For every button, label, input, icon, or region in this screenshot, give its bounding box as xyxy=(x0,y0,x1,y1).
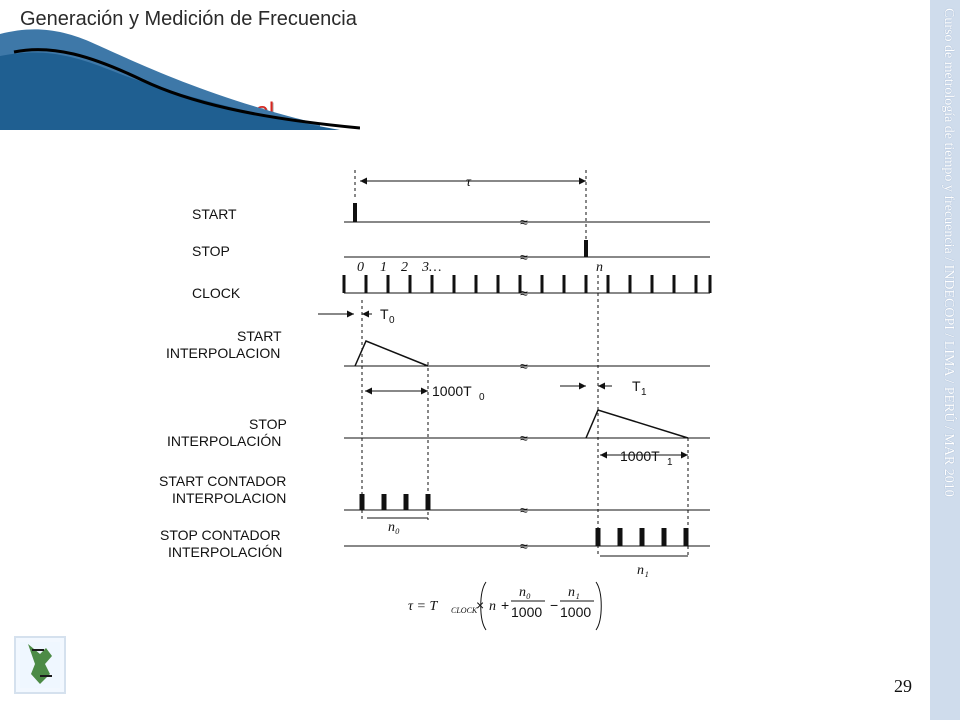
footer-band xyxy=(0,29,360,130)
footer-organization: Sistema Interamericano de Metrología, SI… xyxy=(18,699,230,713)
start-interpolation-label-1: START xyxy=(237,328,282,344)
formula-n1: n₁ xyxy=(568,585,580,600)
svg-text:≈: ≈ xyxy=(520,249,528,265)
stop-counter-label-2: INTERPOLACIÓN xyxy=(168,544,282,560)
svg-text:≈: ≈ xyxy=(520,358,528,374)
formula-minus: − xyxy=(550,597,558,613)
formula-times: × xyxy=(476,597,484,613)
1000t0-subscript: 0 xyxy=(479,392,485,403)
t0-label: T xyxy=(380,306,389,322)
pulse-shapes: ≈ ≈ ≈ ≈ ≈ ≈ ≈ xyxy=(342,203,712,554)
tau-label: τ xyxy=(466,175,472,190)
stop-interpolation-label-1: STOP xyxy=(249,416,287,432)
formula-clock-subscript: CLOCK xyxy=(451,606,478,615)
clock-marker-3: 3… xyxy=(421,260,441,275)
formula-plus: + xyxy=(501,597,509,613)
1000t0-label: 1000T xyxy=(432,383,472,399)
stop-interpolation-label-2: INTERPOLACIÓN xyxy=(167,433,281,449)
right-decorative-band xyxy=(930,0,960,720)
t1-subscript: 1 xyxy=(641,387,647,398)
1000t1-label: 1000T xyxy=(620,448,660,464)
start-label: START xyxy=(192,206,237,222)
clock-marker-1: 1 xyxy=(380,260,387,275)
slide-title: Generación y Medición de Frecuencia xyxy=(20,8,357,30)
stop-counter-label-1: STOP CONTADOR xyxy=(160,527,281,543)
formula-denominator-2: 1000 xyxy=(560,604,591,620)
formula-lhs: τ = T xyxy=(408,599,438,614)
diagram-text: τ START STOP CLOCK START INTERPOLACION S… xyxy=(159,175,673,631)
stop-label: STOP xyxy=(192,243,230,259)
svg-text:≈: ≈ xyxy=(520,285,528,301)
sim-logo xyxy=(14,636,66,694)
start-counter-label-2: INTERPOLACION xyxy=(172,490,286,506)
svg-text:≈: ≈ xyxy=(520,214,528,230)
formula-denominator-1: 1000 xyxy=(511,604,542,620)
n0-label: n₀ xyxy=(388,520,400,535)
svg-text:≈: ≈ xyxy=(520,538,528,554)
t1-label: T xyxy=(632,378,641,394)
clock-marker-n: n xyxy=(596,260,603,275)
start-counter-label-1: START CONTADOR xyxy=(159,473,286,489)
timing-lines xyxy=(318,170,710,557)
page-number: 29 xyxy=(894,676,912,696)
svg-text:≈: ≈ xyxy=(520,502,528,518)
start-interpolation-label-2: INTERPOLACION xyxy=(166,345,280,361)
clock-marker-0: 0 xyxy=(357,260,364,275)
clock-label: CLOCK xyxy=(192,285,241,301)
formula-n0: n₀ xyxy=(519,585,531,600)
t0-subscript: 0 xyxy=(389,315,395,326)
1000t1-subscript: 1 xyxy=(667,457,673,468)
n1-label: n₁ xyxy=(637,563,649,578)
formula-n: n xyxy=(489,599,496,614)
clock-marker-2: 2 xyxy=(401,260,408,275)
svg-text:≈: ≈ xyxy=(520,430,528,446)
